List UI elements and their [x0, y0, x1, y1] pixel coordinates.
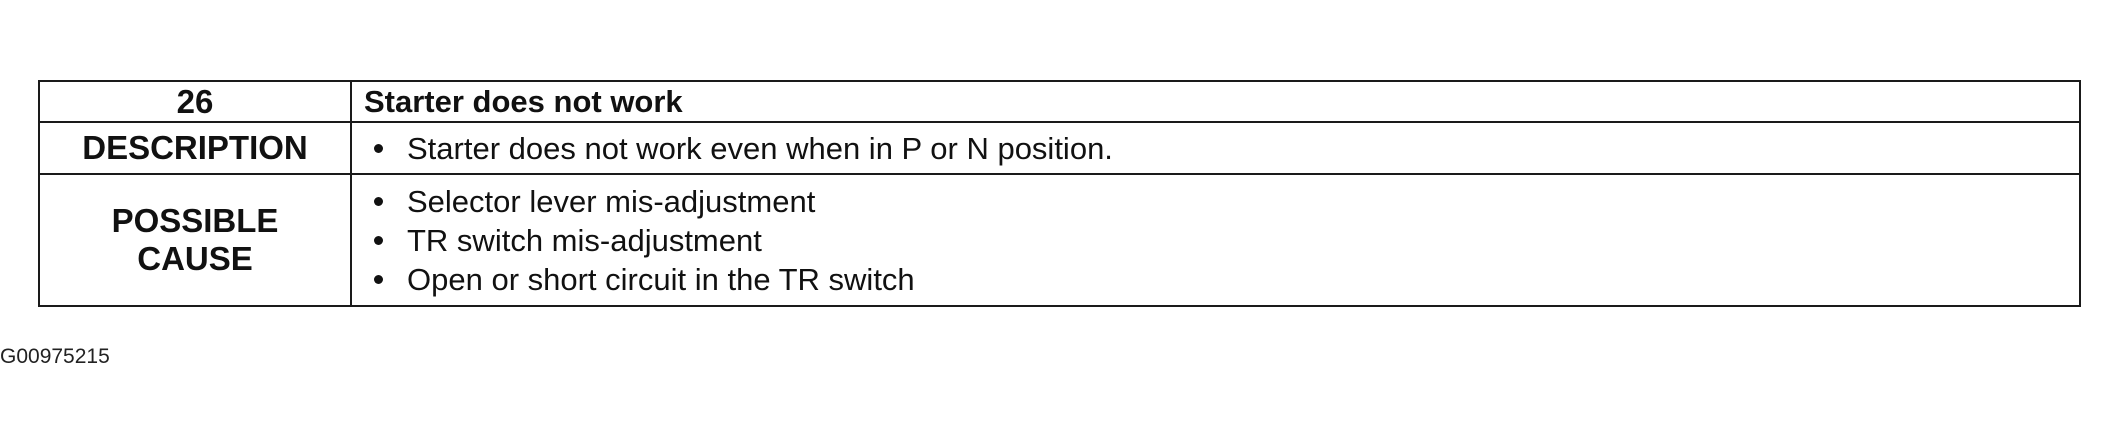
- description-item: Starter does not work even when in P or …: [374, 129, 2079, 168]
- possible-cause-row: POSSIBLE CAUSE Selector lever mis-adjust…: [38, 173, 2081, 307]
- diagnosis-table: 26 Starter does not work DESCRIPTION Sta…: [38, 80, 2081, 307]
- possible-cause-label-line2: CAUSE: [137, 240, 253, 277]
- bullet-icon: [374, 143, 383, 153]
- possible-cause-cell: Selector lever mis-adjustment TR switch …: [350, 173, 2081, 307]
- symptom-title: Starter does not work: [350, 80, 2081, 123]
- description-label: DESCRIPTION: [38, 121, 352, 175]
- figure-id-label: G00975215: [0, 345, 110, 368]
- cause-text: Selector lever mis-adjustment: [407, 183, 816, 219]
- description-row: DESCRIPTION Starter does not work even w…: [38, 121, 2081, 175]
- bullet-icon: [374, 235, 383, 245]
- possible-cause-label-line1: POSSIBLE: [111, 202, 279, 239]
- cause-text: TR switch mis-adjustment: [407, 222, 762, 258]
- cause-item: Open or short circuit in the TR switch: [374, 260, 2079, 299]
- cause-text: Open or short circuit in the TR switch: [407, 261, 915, 297]
- cause-item: Selector lever mis-adjustment: [374, 182, 2079, 221]
- possible-cause-label: POSSIBLE CAUSE: [38, 173, 352, 307]
- header-row: 26 Starter does not work: [38, 80, 2081, 123]
- bullet-icon: [374, 196, 383, 206]
- description-cell: Starter does not work even when in P or …: [350, 121, 2081, 175]
- description-text: Starter does not work even when in P or …: [407, 130, 1113, 166]
- cause-item: TR switch mis-adjustment: [374, 221, 2079, 260]
- possible-cause-list: Selector lever mis-adjustment TR switch …: [352, 182, 2079, 299]
- symptom-number: 26: [38, 80, 352, 123]
- description-list: Starter does not work even when in P or …: [352, 129, 2079, 168]
- bullet-icon: [374, 274, 383, 284]
